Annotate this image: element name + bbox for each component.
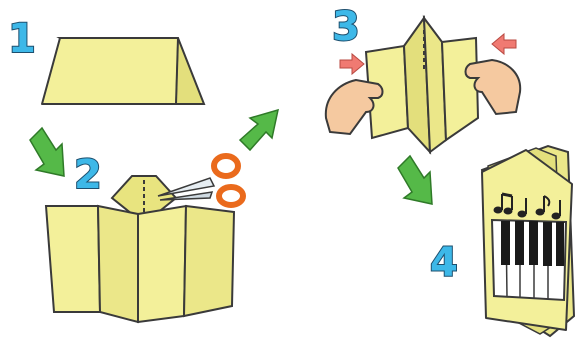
step-number-2: 2 [74,152,102,198]
piano-keys-icon [492,220,566,300]
arrow-icon [240,110,278,150]
push-arrow-icon [492,34,516,54]
step-number-4: 4 [430,240,458,286]
step-number-3: 3 [332,4,360,50]
paper-tent-illustration [42,38,204,104]
scissors-icon [158,156,243,205]
step-1: 1 [8,16,204,104]
arrow-icon [398,156,432,204]
step-2: 2 [46,152,243,322]
arrow-icon [30,128,64,176]
step-4: 4 [430,146,574,336]
pleated-paper-illustration [366,18,478,152]
step-number-1: 1 [8,16,36,62]
piano-book-illustration [482,146,574,336]
step-3: 3 [326,4,520,152]
push-arrow-icon [340,54,364,74]
